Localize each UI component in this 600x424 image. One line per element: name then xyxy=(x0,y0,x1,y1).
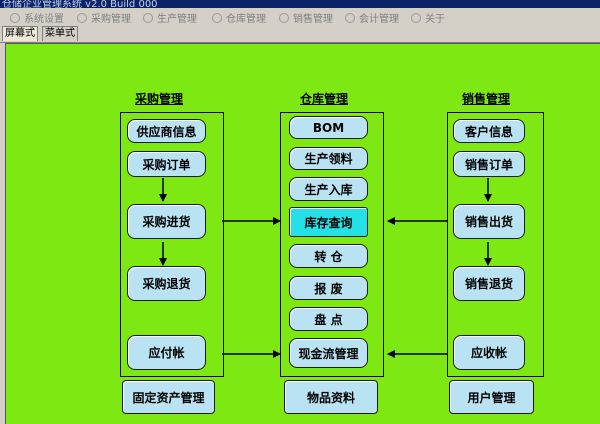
purchase-receipt-button[interactable]: 采购进货 xyxy=(127,204,206,239)
purchase-return-button[interactable]: 采购退货 xyxy=(127,266,206,301)
user-management-button[interactable]: 用户管理 xyxy=(449,380,534,414)
menu-icon xyxy=(77,13,87,23)
menu-sales[interactable]: 销售管理 xyxy=(279,10,333,25)
menu-production[interactable]: 生产管理 xyxy=(143,10,197,25)
purchase-order-button[interactable]: 采购订单 xyxy=(127,151,206,177)
purchase-heading: 采购管理 xyxy=(135,92,184,106)
tab-screen-view[interactable]: 屏幕式 xyxy=(2,26,38,41)
warehouse-heading: 仓库管理 xyxy=(300,92,349,106)
item-data-button[interactable]: 物品资料 xyxy=(284,380,378,414)
view-tab-bar: 屏幕式 菜单式 xyxy=(0,25,600,43)
sales-group xyxy=(447,112,544,377)
menu-icon xyxy=(345,13,355,23)
accounts-receivable-button[interactable]: 应收帐 xyxy=(453,335,525,370)
customer-info-button[interactable]: 客户信息 xyxy=(453,119,525,143)
title-bar: 仓储企业管理系统 v2.0 Build 000 xyxy=(0,0,600,8)
transfer-button[interactable]: 转 仓 xyxy=(289,244,368,268)
sales-heading: 销售管理 xyxy=(462,92,511,106)
scrap-button[interactable]: 报 废 xyxy=(289,276,368,300)
production-picking-button[interactable]: 生产领料 xyxy=(289,147,368,170)
sales-return-button[interactable]: 销售退货 xyxy=(453,266,525,301)
fixed-assets-button[interactable]: 固定资产管理 xyxy=(122,380,215,414)
menu-icon xyxy=(10,13,20,23)
window-title: 仓储企业管理系统 v2.0 Build 000 xyxy=(2,0,158,8)
menu-about[interactable]: 关于 xyxy=(411,10,445,25)
purchase-group xyxy=(120,112,224,377)
menu-icon xyxy=(411,13,421,23)
menu-icon xyxy=(279,13,289,23)
sales-shipment-button[interactable]: 销售出货 xyxy=(453,204,525,239)
accounts-payable-button[interactable]: 应付帐 xyxy=(127,335,206,370)
sales-order-button[interactable]: 销售订单 xyxy=(453,151,525,177)
bom-button[interactable]: BOM xyxy=(289,116,368,139)
flow-canvas: 采购管理 供应商信息 采购订单 采购进货 采购退货 应付帐 固定资产管理 仓库管… xyxy=(5,43,600,424)
stock-query-button[interactable]: 库存查询 xyxy=(289,207,368,237)
menu-accounting[interactable]: 会计管理 xyxy=(345,10,399,25)
menu-bar: 系统设置 采购管理 生产管理 仓库管理 销售管理 会计管理 关于 xyxy=(0,8,600,25)
menu-icon xyxy=(212,13,222,23)
warehouse-group xyxy=(280,112,384,377)
cash-flow-button[interactable]: 现金流管理 xyxy=(289,338,368,368)
production-storage-button[interactable]: 生产入库 xyxy=(289,177,368,201)
supplier-info-button[interactable]: 供应商信息 xyxy=(127,119,206,143)
tab-menu-view[interactable]: 菜单式 xyxy=(42,26,78,41)
menu-icon xyxy=(143,13,153,23)
menu-system-settings[interactable]: 系统设置 xyxy=(10,10,64,25)
flow-arrows xyxy=(159,178,492,358)
menu-purchase[interactable]: 采购管理 xyxy=(77,10,131,25)
inventory-count-button[interactable]: 盘 点 xyxy=(289,307,368,331)
menu-warehouse[interactable]: 仓库管理 xyxy=(212,10,266,25)
